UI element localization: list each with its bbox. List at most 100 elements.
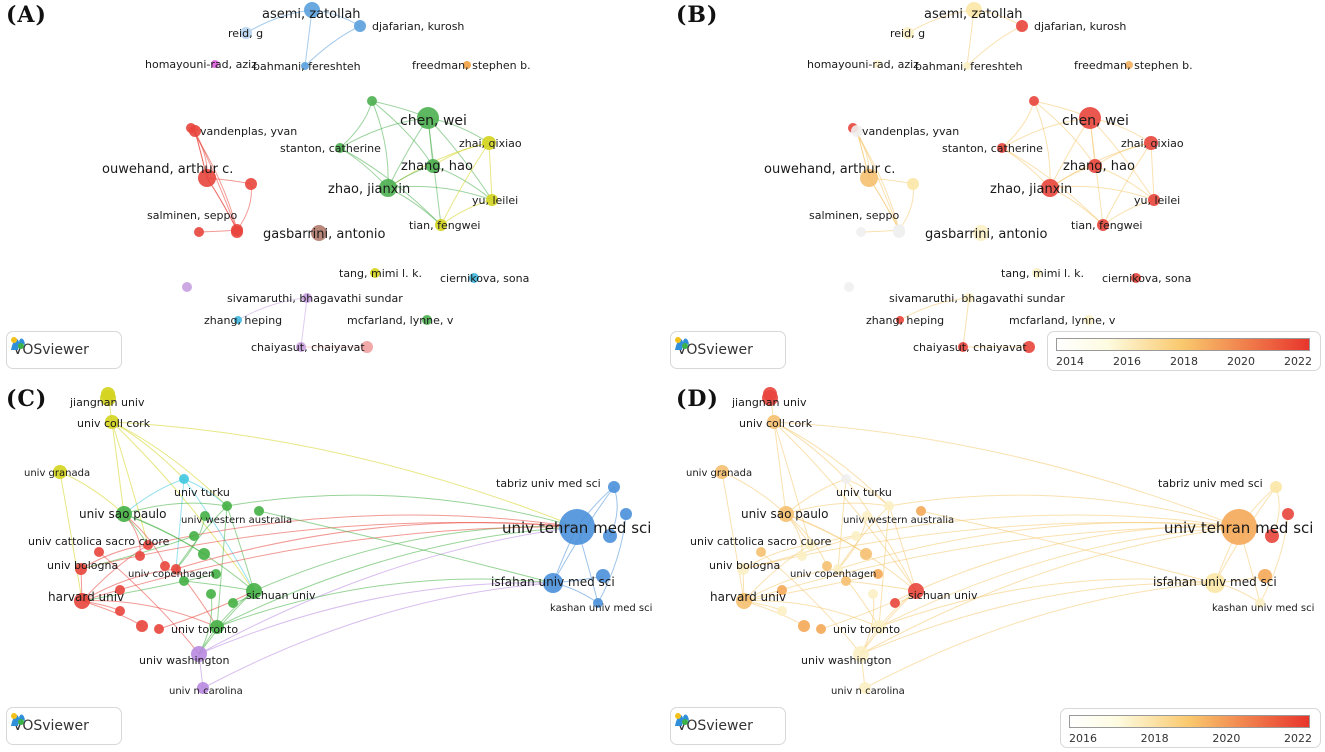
node-label: univ granada — [686, 468, 752, 479]
vosviewer-logo: VOSviewer — [6, 331, 122, 369]
network-node: reid, g — [890, 27, 925, 40]
node-label: univ washington — [139, 654, 229, 667]
node-circle — [559, 509, 595, 545]
node-circle — [302, 293, 312, 303]
edge — [202, 582, 554, 689]
network-node: chaiyasut, chaiyavat — [913, 341, 1027, 354]
network-node: univ cattolica sacro cuore — [28, 535, 170, 550]
network-node: jiangnan univ — [69, 387, 145, 409]
network-node: zhang, hao — [1063, 159, 1135, 174]
node-circle — [417, 107, 439, 129]
network-node — [115, 606, 125, 616]
edge — [81, 573, 217, 602]
node-circle — [853, 646, 869, 662]
edge — [98, 551, 200, 655]
node-circle — [1041, 179, 1059, 197]
node-circle — [543, 573, 563, 593]
network-node — [856, 227, 866, 237]
node-circle — [74, 593, 90, 609]
network-node — [136, 620, 148, 632]
network-node: univ copenhagen — [790, 564, 876, 580]
network-node: sivamaruthi, bhagavathi sundar — [889, 292, 1065, 305]
network-node: chen, wei — [1062, 107, 1129, 129]
node-label: sivamaruthi, bhagavathi sundar — [889, 292, 1065, 305]
node-label: ouwehand, arthur c. — [764, 162, 895, 177]
node-circle — [608, 481, 620, 493]
network-node: stanton, catherine — [942, 142, 1043, 155]
edge — [773, 421, 787, 515]
vosviewer-label: VOSviewer — [677, 718, 753, 734]
node-circle — [1079, 107, 1101, 129]
edges-layer — [59, 393, 627, 689]
network-node — [211, 569, 221, 579]
node-circle — [75, 563, 87, 575]
node-circle — [715, 465, 729, 479]
node-circle — [311, 225, 327, 241]
node-circle — [1144, 136, 1158, 150]
node-circle — [884, 501, 894, 511]
network-node — [873, 569, 883, 579]
node-circle — [435, 219, 447, 231]
edge — [785, 502, 890, 515]
network-node: univ bologna — [709, 559, 780, 575]
edge — [80, 544, 149, 570]
node-label: homayouni-rad, aziz — [145, 58, 257, 71]
node-label: salminen, seppo — [147, 209, 237, 222]
network-node: vandenplas, yvan — [851, 125, 959, 138]
network-node — [777, 606, 787, 616]
node-label: djafarian, kurosh — [372, 20, 464, 33]
network-node: univ tehran med sci — [1164, 509, 1313, 545]
node-label: univ sao paulo — [741, 507, 828, 521]
node-label: sivamaruthi, bhagavathi sundar — [227, 292, 403, 305]
network-node — [154, 624, 164, 634]
node-label: salminen, seppo — [809, 209, 899, 222]
panel-label: (A) — [6, 2, 47, 28]
node-circle — [851, 125, 863, 137]
edge — [742, 544, 811, 570]
network-node: zhao, jianxin — [328, 179, 410, 197]
node-label: univ toronto — [171, 623, 238, 636]
network-node: univ western australia — [181, 501, 292, 526]
node-circle — [354, 20, 366, 32]
node-label: bahmani, fereshteh — [915, 60, 1023, 73]
node-label: freedman, stephen b. — [1074, 59, 1193, 72]
network-node: jiangnan univ — [731, 387, 807, 409]
edge — [236, 183, 252, 231]
node-label: asemi, zatollah — [924, 7, 1023, 22]
vosviewer-logo: VOSviewer — [6, 707, 122, 745]
network-node: djafarian, kurosh — [1016, 20, 1126, 33]
node-circle — [859, 682, 871, 694]
edge — [300, 297, 308, 348]
network-node: ciernikova, sona — [1102, 272, 1191, 285]
network-node: univ n carolina — [169, 682, 243, 697]
node-circle — [896, 316, 904, 324]
node-circle — [197, 682, 209, 694]
node-label: jiangnan univ — [731, 396, 807, 409]
edge — [111, 421, 149, 546]
network-node: univ n carolina — [831, 682, 905, 697]
node-circle — [593, 598, 603, 608]
node-label: mcfarland, lynne, v — [347, 314, 454, 327]
node-circle — [246, 583, 262, 599]
scale-tick-label: 2018 — [1140, 732, 1169, 745]
network-node: univ toronto — [171, 620, 238, 636]
network-node: tabriz univ med sci — [1158, 477, 1282, 493]
node-label: univ bologna — [47, 559, 118, 572]
scale-tick-label: 2016 — [1069, 732, 1097, 745]
network-node: univ sao paulo — [79, 506, 166, 522]
scale-tick-label: 2020 — [1212, 732, 1241, 745]
network-node: tang, mimi l. k. — [1001, 267, 1084, 280]
node-circle — [179, 474, 189, 484]
panel-label: (B) — [676, 2, 719, 28]
network-node — [160, 561, 170, 571]
node-label: ouwehand, arthur c. — [102, 162, 233, 177]
node-circle — [1255, 598, 1265, 608]
edge — [111, 421, 125, 515]
network-node — [777, 585, 787, 595]
network-node: sichuan univ — [908, 583, 978, 602]
node-circle — [1088, 159, 1102, 173]
edge — [743, 526, 1240, 602]
